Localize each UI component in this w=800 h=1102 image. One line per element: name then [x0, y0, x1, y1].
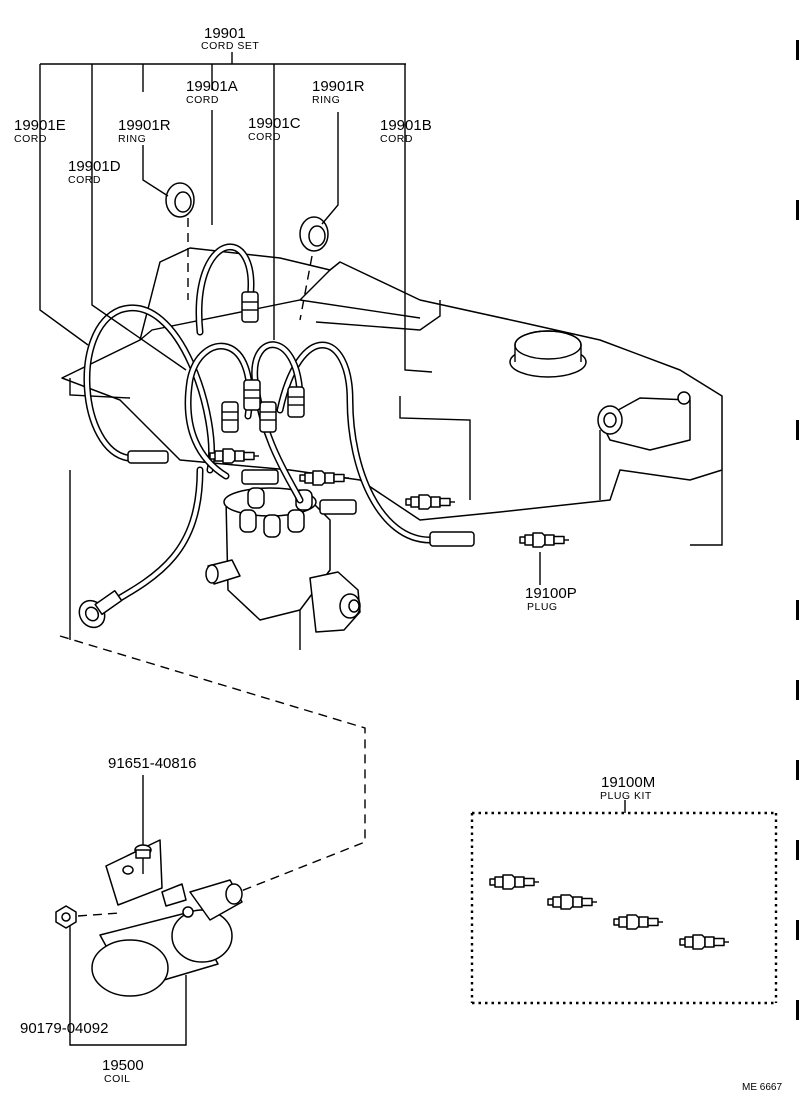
- nut-dash: [77, 912, 121, 917]
- label-plug-kit-number: 19100M: [601, 774, 655, 791]
- label-cord-set-name: CORD SET: [201, 40, 259, 52]
- page-edge-marks: [796, 40, 799, 1020]
- label-plug-name: PLUG: [527, 601, 558, 613]
- label-cord-set-number: 19901: [204, 25, 246, 42]
- label-plug-kit-name: PLUG KIT: [600, 790, 652, 802]
- spark-plug-part: [519, 532, 570, 548]
- label-cord-a-number: 19901A: [186, 78, 238, 95]
- label-coil-number: 19500: [102, 1057, 144, 1074]
- ring-seal-left: [165, 182, 195, 218]
- nut-part: [55, 905, 77, 929]
- label-ring-right-name: RING: [312, 94, 340, 106]
- label-ring-left-name: RING: [118, 133, 146, 145]
- ignition-coil: [91, 839, 243, 997]
- label-cord-b-name: CORD: [380, 133, 413, 145]
- ht-cord-wires: [83, 243, 434, 616]
- engine-head-outline: [61, 247, 723, 650]
- label-ring-left-number: 19901R: [118, 117, 171, 134]
- figure-reference: ME 6667: [742, 1082, 782, 1093]
- label-cord-c-number: 19901C: [248, 115, 301, 132]
- plug-kit-box: [470, 811, 778, 1005]
- label-cord-d-number: 19901D: [68, 158, 121, 175]
- coil-cord-dashed-link: [59, 635, 366, 894]
- label-nut-number: 90179-04092: [20, 1020, 108, 1037]
- water-outlet-housing: [597, 391, 691, 451]
- label-cord-e-name: CORD: [14, 133, 47, 145]
- label-cord-e-number: 19901E: [14, 117, 66, 134]
- label-plug-number: 19100P: [525, 585, 577, 602]
- label-cord-a-name: CORD: [186, 94, 219, 106]
- label-cord-d-name: CORD: [68, 174, 101, 186]
- oil-filler-cap: [509, 330, 587, 378]
- callout-leaders: [39, 52, 626, 1046]
- bolt-part: [134, 844, 152, 874]
- cord-boots: [78, 291, 475, 629]
- label-coil-name: COIL: [104, 1073, 131, 1085]
- label-ring-right-number: 19901R: [312, 78, 365, 95]
- label-cord-b-number: 19901B: [380, 117, 432, 134]
- label-cord-c-name: CORD: [248, 131, 281, 143]
- label-bolt-number: 91651-40816: [108, 755, 196, 772]
